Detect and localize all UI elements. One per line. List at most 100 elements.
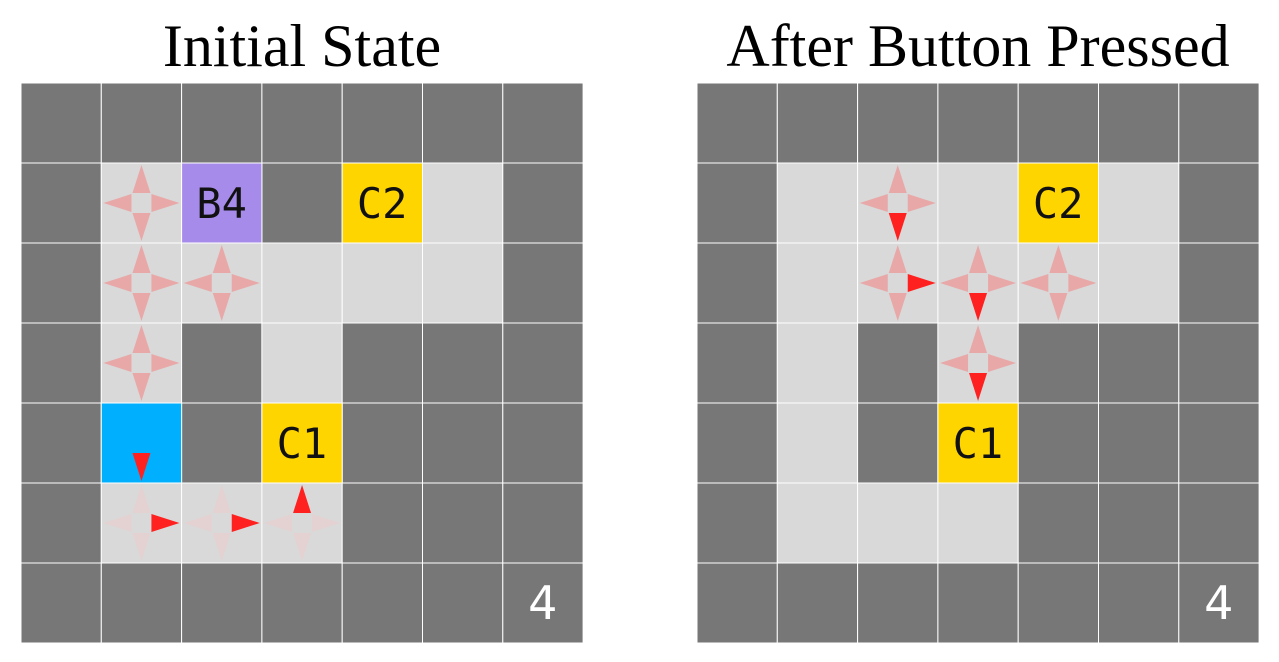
arrow-left-icon (183, 514, 212, 532)
arrow-up-icon (1049, 245, 1068, 273)
arrow-left-icon (103, 354, 132, 372)
arrow-up-icon (969, 245, 988, 273)
arrow-down-icon (969, 293, 988, 321)
wall-cell (422, 562, 504, 643)
wall-cell (341, 482, 424, 564)
floor-cell (937, 162, 1019, 244)
floor-cell (857, 482, 939, 564)
wall-cell (21, 242, 102, 324)
floor-cell (422, 242, 504, 324)
wall-cell (502, 162, 583, 244)
arrow-right-icon (151, 354, 180, 372)
arrow-down-icon (132, 213, 151, 241)
arrow-left-icon (103, 274, 132, 292)
arrow-right-icon (1068, 274, 1097, 292)
wall-cell (1098, 322, 1180, 404)
wall-cell (1098, 83, 1180, 164)
button-tile (181, 162, 263, 244)
wall-cell (100, 562, 183, 643)
arrow-up-icon (888, 245, 907, 273)
wall-cell (21, 482, 102, 564)
wall-cell (502, 242, 583, 324)
level-number: 4 (528, 576, 558, 630)
wall-cell (1098, 482, 1180, 564)
arrow-right-icon (988, 354, 1017, 372)
panel-title: Initial State (162, 13, 442, 79)
wall-cell (21, 162, 102, 244)
floor-cell (1098, 242, 1180, 324)
arrow-down-icon (888, 213, 907, 241)
wall-cell (341, 83, 424, 164)
wall-cell (937, 562, 1019, 643)
wall-cell (1178, 322, 1259, 404)
arrow-down-icon (212, 533, 231, 561)
arrow-down-icon (293, 533, 312, 561)
arrow-right-icon (151, 514, 180, 532)
arrow-left-icon (940, 274, 969, 292)
arrow-left-icon (183, 274, 212, 292)
coin-tile (261, 402, 343, 484)
wall-cell (697, 402, 778, 484)
wall-cell (341, 562, 424, 643)
wall-cell (776, 83, 859, 164)
floor-cell (776, 322, 859, 404)
wall-cell (857, 402, 939, 484)
wall-cell (422, 83, 504, 164)
wall-cell (21, 402, 102, 484)
arrow-up-icon (132, 245, 151, 273)
arrow-right-icon (907, 274, 936, 292)
level-number: 4 (1204, 576, 1234, 630)
floor-cell (776, 242, 859, 324)
wall-cell (857, 322, 939, 404)
wall-cell (1178, 482, 1259, 564)
wall-cell (21, 83, 102, 164)
arrow-left-icon (103, 514, 132, 532)
wall-cell (21, 562, 102, 643)
arrow-up-icon (969, 325, 988, 353)
arrow-up-icon (212, 245, 231, 273)
arrow-down-icon (969, 373, 988, 401)
arrow-left-icon (1020, 274, 1049, 292)
arrow-right-icon (151, 194, 180, 212)
wall-cell (1178, 83, 1259, 164)
arrow-down-icon (132, 453, 151, 481)
wall-cell (341, 402, 424, 484)
wall-cell (1098, 562, 1180, 643)
wall-cell (697, 162, 778, 244)
wall-cell (181, 322, 263, 404)
wall-cell (181, 562, 263, 643)
wall-cell (937, 83, 1019, 164)
arrow-down-icon (132, 373, 151, 401)
arrow-left-icon (859, 194, 888, 212)
coin-tile (937, 402, 1019, 484)
wall-cell (261, 162, 343, 244)
floor-cell (937, 482, 1019, 564)
arrow-left-icon (940, 354, 969, 372)
wall-cell (341, 322, 424, 404)
wall-cell (697, 562, 778, 643)
wall-cell (1178, 562, 1259, 643)
wall-cell (502, 482, 583, 564)
wall-cell (697, 83, 778, 164)
wall-cell (422, 402, 504, 484)
wall-cell (261, 83, 343, 164)
arrow-up-icon (293, 485, 312, 513)
arrow-up-icon (888, 165, 907, 193)
floor-cell (776, 162, 859, 244)
panel-title: After Button Pressed (726, 13, 1230, 79)
arrow-up-icon (132, 325, 151, 353)
wall-cell (697, 242, 778, 324)
wall-cell (776, 562, 859, 643)
wall-cell (1098, 402, 1180, 484)
wall-cell (422, 482, 504, 564)
arrow-right-icon (231, 514, 260, 532)
wall-cell (1017, 402, 1100, 484)
arrow-down-icon (1049, 293, 1068, 321)
wall-cell (697, 322, 778, 404)
arrow-left-icon (859, 274, 888, 292)
wall-cell (857, 83, 939, 164)
wall-cell (422, 322, 504, 404)
wall-cell (1178, 402, 1259, 484)
